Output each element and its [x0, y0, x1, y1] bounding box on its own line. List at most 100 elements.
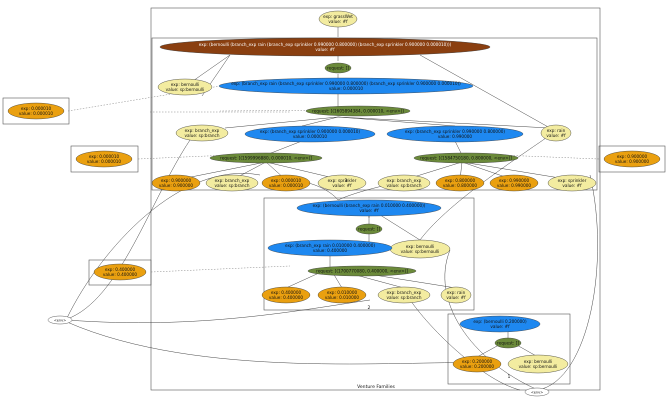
edge	[189, 54, 231, 84]
node-ext-0.00001-b: exp: 0.000010 value: 0.000010	[75, 150, 133, 168]
edge	[537, 174, 598, 391]
svg-text:exp: 0.400000: exp: 0.400000	[105, 267, 136, 272]
svg-text:value: sp:bernoulli: value: sp:bernoulli	[519, 364, 558, 369]
svg-text:value: #f: value: #f	[546, 133, 566, 138]
family-id-2: 2	[368, 305, 371, 311]
node-request-3: request: []	[355, 223, 383, 235]
node-rain-3: exp: rain value: #f	[440, 286, 472, 304]
svg-text:value: 0.000010: value: 0.000010	[329, 86, 363, 91]
family-id-1: 1	[508, 374, 511, 380]
svg-text:exp: branch_exp: exp: branch_exp	[215, 178, 250, 183]
node-const-0.01: exp: 0.010000 value: 0.010000	[317, 286, 367, 304]
node-request-2: request: [(1605894384, 0.000010, <env>)]	[305, 105, 411, 117]
node-request-4: request: [(1700770080, 0.400000, <env>)]	[307, 265, 417, 277]
node-branch-exp-sprinkler-right: exp: (branch_exp sprinkler 0.990000 0.80…	[386, 125, 524, 143]
family-box-grasswet	[151, 37, 598, 191]
node-request-5: request: []	[494, 337, 522, 349]
svg-text:exp: branch_exp: exp: branch_exp	[185, 128, 220, 133]
node-branch-exp-sp-right: exp: branch_exp value: sp:branch	[377, 174, 431, 192]
node-request-1: request: []	[324, 62, 352, 74]
node-const-0.2: exp: 0.200000 value: 0.200000	[452, 355, 502, 373]
node-bernoulli-sp-2: exp: bernoulli value: sp:bernoulli	[389, 239, 451, 259]
node-env-2: <env>	[524, 387, 550, 397]
svg-text:request: [(1605894384, 0.00001: request: [(1605894384, 0.000010, <env>)]	[312, 109, 404, 114]
ext-box-4	[88, 259, 152, 286]
svg-text:exp: sprinkler: exp: sprinkler	[558, 178, 587, 183]
dashed-edge-layer	[67, 85, 600, 273]
svg-text:value: #f: value: #f	[446, 295, 466, 300]
svg-text:value: 0.990000: value: 0.990000	[497, 183, 531, 188]
edge	[419, 134, 551, 241]
node-request-left: request: [(1599996880, 0.000010, <env>)]	[209, 152, 323, 164]
svg-text:value: sp:branch: value: sp:branch	[215, 183, 250, 188]
svg-text:exp: bernoulli: exp: bernoulli	[406, 244, 435, 249]
node-ext-0.00001-a: exp: 0.000010 value: 0.000010	[7, 102, 65, 120]
svg-text:value: 0.000010: value: 0.000010	[87, 159, 121, 164]
node-bernoulli-rain: exp: (bernoulli 0.200000) value: #f	[459, 315, 541, 333]
edge	[337, 116, 551, 129]
svg-text:value: #f: value: #f	[332, 183, 352, 188]
svg-text:exp: rain: exp: rain	[547, 128, 566, 133]
svg-text:exp: (branch_exp sprinkler 0.9: exp: (branch_exp sprinkler 0.900000 0.00…	[260, 129, 361, 134]
svg-text:exp: bernoulli: exp: bernoulli	[171, 82, 200, 87]
svg-text:exp: 0.990000: exp: 0.990000	[499, 178, 530, 183]
svg-text:value: 0.000010: value: 0.000010	[293, 134, 327, 139]
svg-text:request: []: request: []	[358, 227, 380, 232]
svg-text:exp: 0.010000: exp: 0.010000	[327, 290, 358, 295]
svg-text:exp: rain: exp: rain	[447, 290, 466, 295]
svg-text:exp: grassWet: exp: grassWet	[323, 14, 353, 19]
svg-text:value: sp:branch: value: sp:branch	[387, 183, 422, 188]
svg-text:exp: 0.900000: exp: 0.900000	[617, 154, 648, 159]
svg-text:value: 0.900000: value: 0.900000	[159, 183, 193, 188]
edge	[461, 161, 573, 181]
svg-text:exp: 0.400000: exp: 0.400000	[271, 290, 302, 295]
dashed-edge	[150, 265, 291, 273]
node-grasswet: exp: grassWet value: #f	[318, 10, 358, 28]
edge	[66, 299, 371, 323]
svg-text:value: 0.400000: value: 0.400000	[103, 272, 137, 277]
node-branch-exp-sp-3: exp: branch_exp value: sp:branch	[377, 286, 431, 304]
outer-family-box	[150, 7, 601, 391]
node-bernoulli-sp: exp: bernoulli value: sp:bernoulli	[157, 78, 213, 96]
node-env-1: <env>	[47, 315, 73, 325]
node-sprinkler-left: exp: sprinkler value: #f	[317, 174, 367, 192]
family-box-rain	[447, 313, 571, 385]
node-const-0.00001: exp: 0.000010 value: 0.000010	[261, 174, 311, 192]
svg-text:value: #f: value: #f	[562, 183, 582, 188]
node-ext-0.9: exp: 0.900000 value: 0.900000	[603, 150, 661, 168]
node-branch-exp-rain-2: exp: (branch_exp rain 0.010000 0.400000)…	[267, 239, 393, 257]
edge	[265, 140, 303, 156]
node-branch-exp-sprinkler-left: exp: (branch_exp sprinkler 0.900000 0.00…	[244, 125, 376, 143]
svg-text:request: [(1700770080, 0.40000: request: [(1700770080, 0.400000, <env>)]	[316, 269, 408, 274]
svg-text:value: 0.800000: value: 0.800000	[443, 183, 477, 188]
svg-text:value: 0.200000: value: 0.200000	[460, 364, 494, 369]
svg-text:value: #f: value: #f	[315, 47, 335, 52]
node-request-right: request: [(1584750180, 0.800000, <env>)]	[413, 152, 519, 164]
edge	[419, 54, 551, 129]
frame-label: Venture Families	[357, 384, 395, 390]
svg-text:exp: branch_exp: exp: branch_exp	[387, 178, 422, 183]
svg-text:exp: bernoulli: exp: bernoulli	[524, 359, 553, 364]
edge	[454, 140, 463, 156]
svg-text:exp: 0.900000: exp: 0.900000	[161, 178, 192, 183]
family-id-3: 3	[345, 178, 348, 184]
edge	[224, 116, 339, 129]
svg-text:exp: 0.000010: exp: 0.000010	[271, 178, 302, 183]
svg-text:exp: 0.000010: exp: 0.000010	[21, 106, 52, 111]
node-const-0.9: exp: 0.900000 value: 0.900000	[151, 174, 201, 192]
svg-text:value: #f: value: #f	[359, 208, 379, 213]
node-rain-1: exp: rain value: #f	[540, 124, 572, 142]
svg-text:value: sp:bernoulli: value: sp:bernoulli	[166, 87, 205, 92]
svg-text:value: 0.000010: value: 0.000010	[269, 183, 303, 188]
svg-text:request: [(1584750180, 0.80000: request: [(1584750180, 0.800000, <env>)]	[420, 156, 512, 161]
svg-text:value: 0.010000: value: 0.010000	[325, 295, 359, 300]
edge	[337, 116, 456, 127]
node-branch-exp-rain: exp: (branch_exp rain (branch_exp sprink…	[218, 77, 474, 95]
svg-text:exp: 0.200000: exp: 0.200000	[462, 359, 493, 364]
svg-text:<env>: <env>	[531, 391, 543, 395]
svg-text:value: sp:branch: value: sp:branch	[185, 133, 220, 138]
node-branch-exp-sp-left: exp: branch_exp value: sp:branch	[205, 174, 259, 192]
svg-text:exp: (branch_exp rain (branch_: exp: (branch_exp rain (branch_exp sprink…	[231, 81, 461, 86]
svg-text:request: []: request: []	[497, 341, 519, 346]
svg-text:value: 0.000010: value: 0.000010	[19, 111, 53, 116]
